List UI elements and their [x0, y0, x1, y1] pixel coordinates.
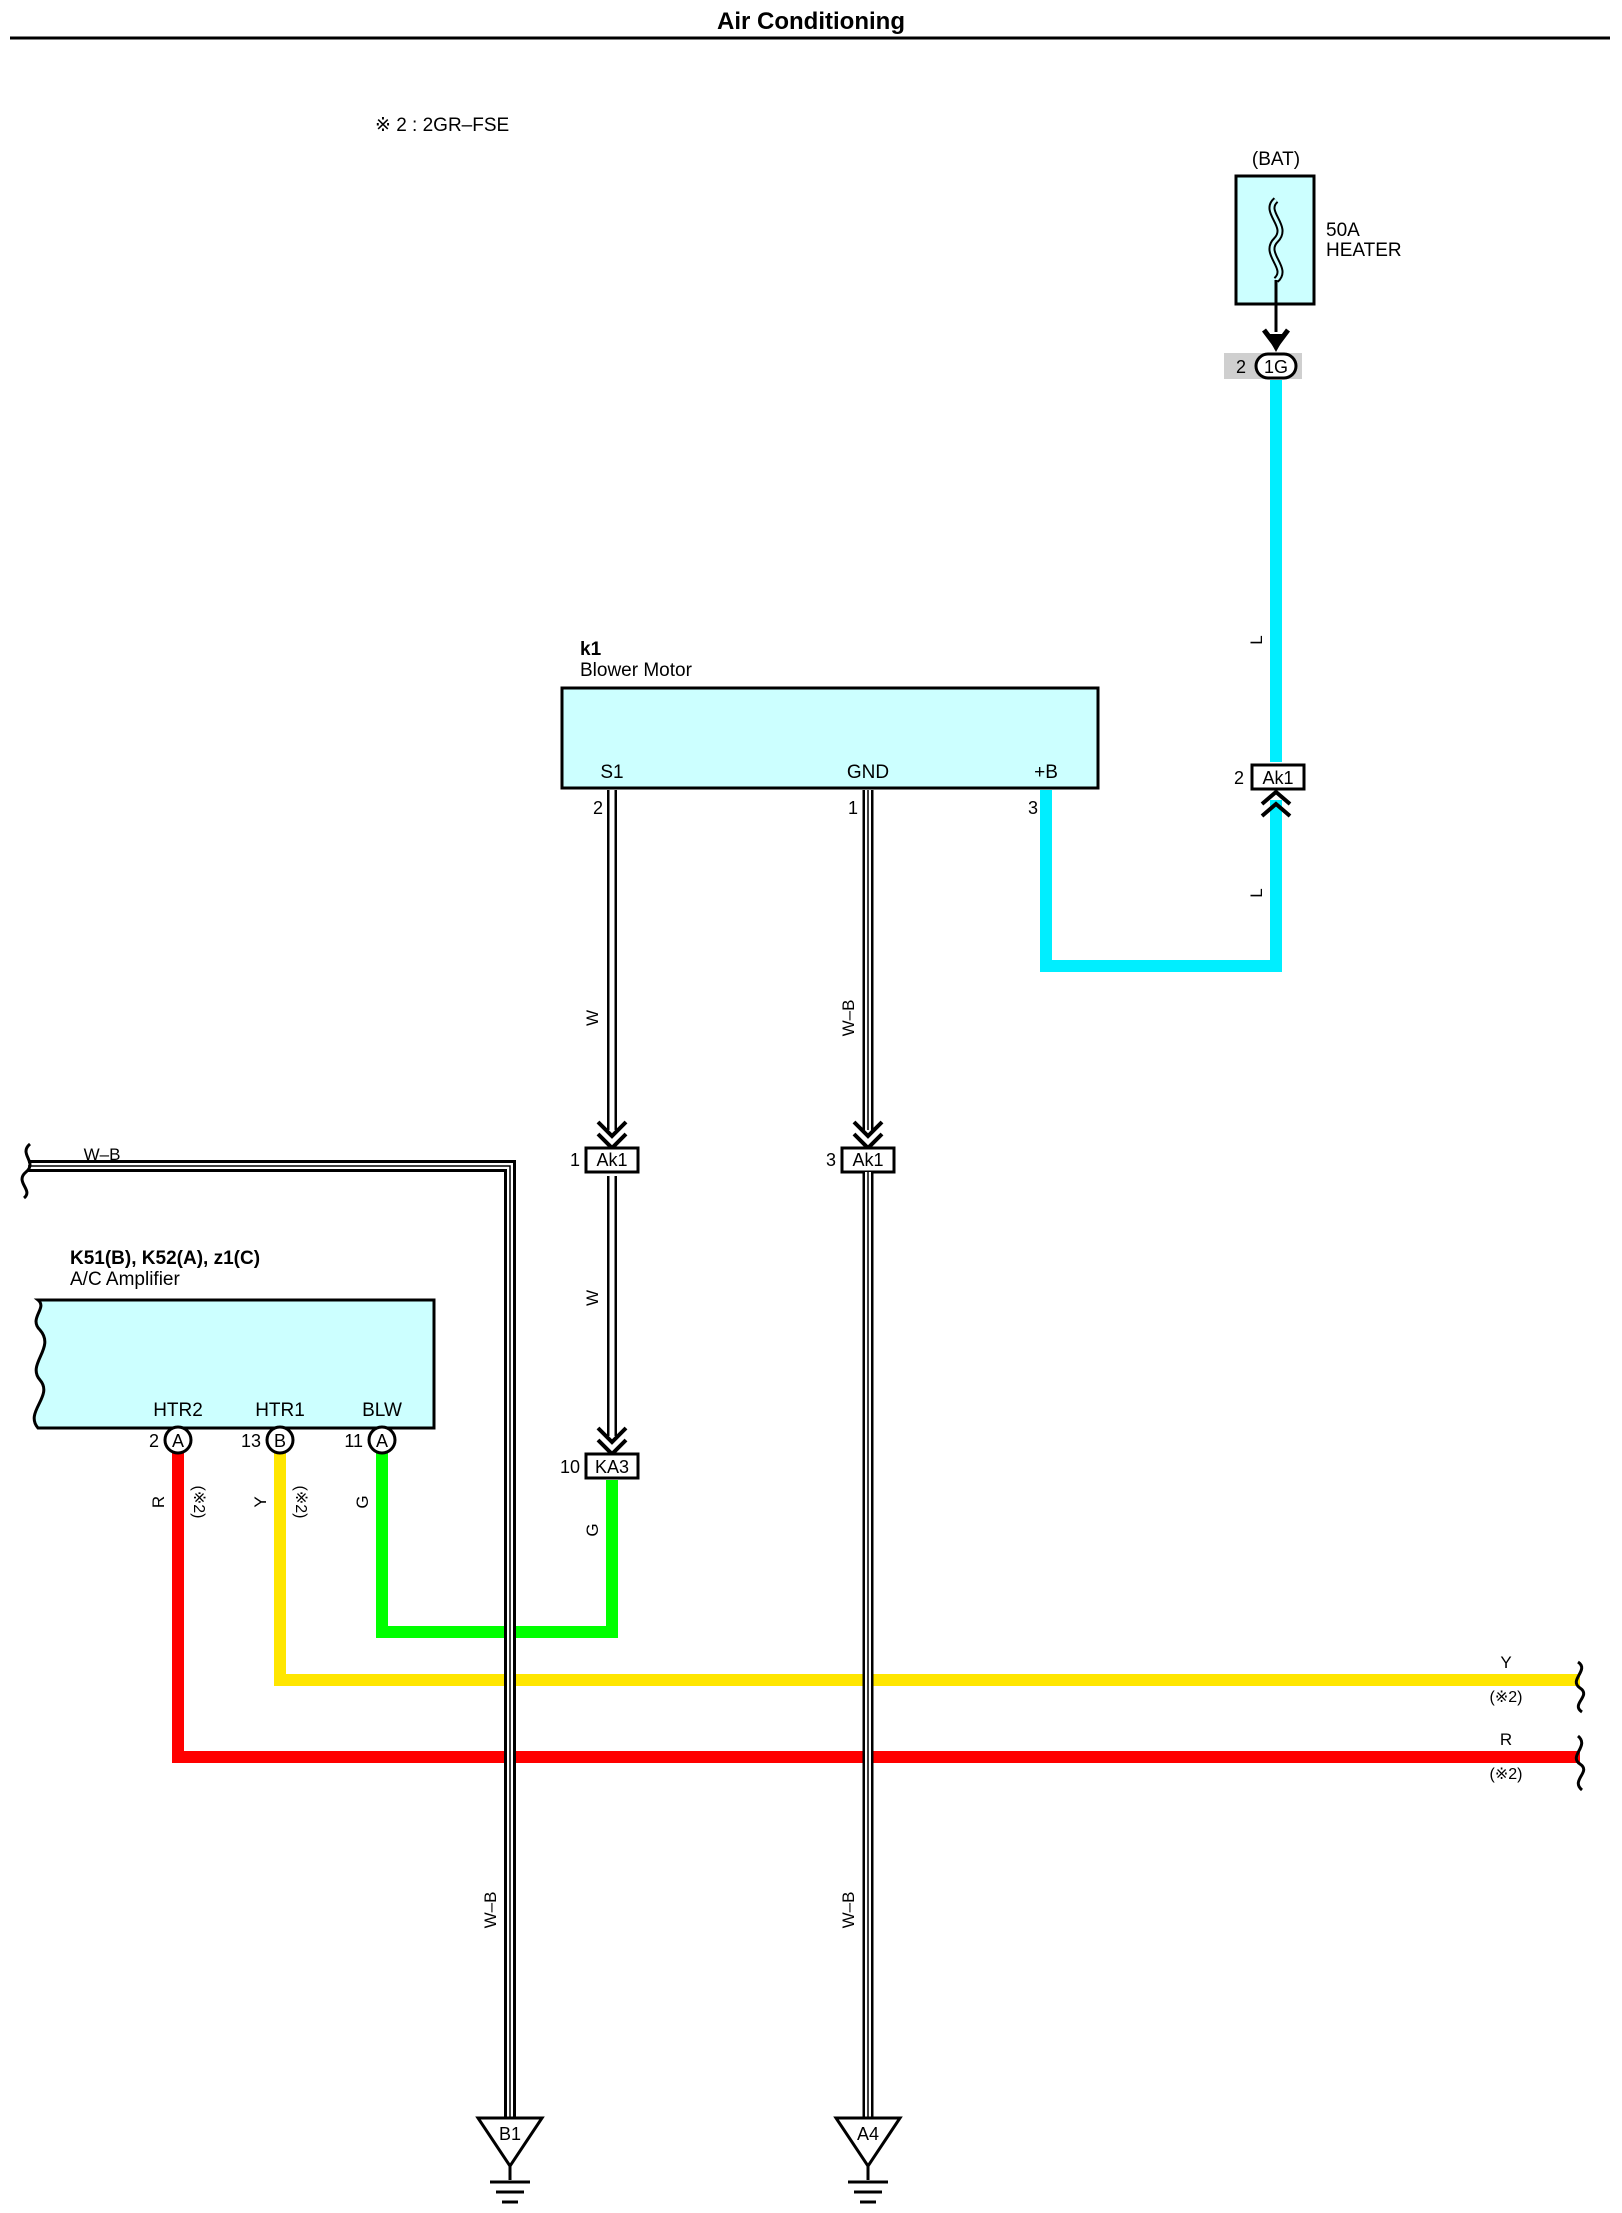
svg-text:Ak1: Ak1	[852, 1150, 883, 1170]
terminal-s1: S1	[600, 762, 623, 783]
amp-pin-blw: 11 A	[344, 1425, 397, 1455]
wire-label-y-right: Y	[1500, 1653, 1511, 1672]
svg-text:A: A	[376, 1431, 388, 1451]
fuse-heater: (BAT) 50A HEATER	[1234, 149, 1402, 352]
svg-text:A4: A4	[857, 2124, 879, 2144]
svg-text:13: 13	[241, 1431, 261, 1451]
wire-label-wb-mid-down: W–B	[839, 1892, 858, 1929]
ground-triangle-icon	[475, 2116, 545, 2169]
ac-amplifier: K51(B), K52(A), z1(C) A/C Amplifier HTR2…	[32, 1248, 436, 1430]
note-r-amp: (※2)	[190, 1486, 207, 1519]
break-mark-wb-icon	[20, 1142, 32, 1200]
note-r-right: (※2)	[1490, 1766, 1523, 1783]
wire-label-l-upper: L	[1247, 635, 1266, 644]
wire-label-wb-gnd: W–B	[839, 1000, 858, 1037]
svg-text:2: 2	[1234, 768, 1244, 788]
ground-triangle-icon	[833, 2116, 903, 2169]
connector-ak1-l: 2 Ak1	[1234, 763, 1306, 818]
svg-text:10: 10	[560, 1457, 580, 1477]
wire-wb-gnd	[852, 790, 884, 1151]
amp-pin-htr1: 13 B	[241, 1425, 295, 1455]
svg-text:11: 11	[344, 1431, 363, 1451]
wire-y	[274, 1452, 1580, 1686]
blower-code: k1	[580, 639, 602, 660]
svg-text:2: 2	[1236, 357, 1246, 377]
svg-text:A: A	[172, 1431, 184, 1451]
wire-label-wb-top: W–B	[84, 1145, 121, 1164]
pin-s1: 2	[593, 798, 603, 818]
amplifier-code: K51(B), K52(A), z1(C)	[70, 1248, 260, 1269]
wire-w	[596, 790, 628, 1457]
break-mark-r-icon	[1574, 1734, 1586, 1792]
pin-gnd: 1	[848, 798, 858, 818]
terminal-htr1: HTR1	[255, 1400, 305, 1421]
blower-box	[560, 686, 1100, 790]
blower-motor: k1 Blower Motor S1 GND +B 2 1 3	[560, 639, 1100, 818]
ground-b1: B1	[475, 2116, 545, 2204]
svg-text:B: B	[274, 1431, 286, 1451]
amplifier-name: A/C Amplifier	[70, 1269, 180, 1290]
blower-name: Blower Motor	[580, 660, 693, 681]
wire-label-y-amp: Y	[251, 1496, 270, 1507]
connector-ka3: 10 KA3	[560, 1452, 640, 1480]
wire-r	[172, 1452, 1580, 1763]
wire-g	[376, 1452, 618, 1638]
fuse-source: (BAT)	[1252, 149, 1300, 170]
svg-text:1G: 1G	[1264, 357, 1288, 377]
svg-text:1: 1	[570, 1150, 580, 1170]
connector-ak1-wb: 3 Ak1	[826, 1146, 896, 1174]
svg-text:Ak1: Ak1	[596, 1150, 627, 1170]
terminal-plus-b: +B	[1034, 762, 1058, 783]
svg-text:3: 3	[826, 1150, 836, 1170]
connector-up-chevron-icon	[1260, 789, 1292, 806]
wire-label-r-amp: R	[149, 1496, 168, 1508]
wire-label-wb-left-down: W–B	[481, 1892, 500, 1929]
svg-text:B1: B1	[499, 2124, 521, 2144]
break-mark-y-icon	[1574, 1660, 1586, 1714]
terminal-htr2: HTR2	[153, 1400, 203, 1421]
wire-label-l-lower: L	[1247, 888, 1266, 897]
connector-1g: 2 1G	[1224, 352, 1302, 380]
wire-label-w-upper: W	[583, 1010, 602, 1026]
svg-text:KA3: KA3	[595, 1457, 629, 1477]
amplifier-box	[32, 1298, 436, 1430]
note-y-right: (※2)	[1490, 1689, 1523, 1706]
wire-label-g-amp: G	[353, 1495, 372, 1508]
wire-label-w-lower: W	[583, 1290, 602, 1306]
wire-label-g-ka3: G	[583, 1523, 602, 1536]
page-title: Air Conditioning	[717, 8, 905, 35]
ground-a4: A4	[833, 2116, 903, 2204]
fuse-name: HEATER	[1326, 240, 1402, 261]
variant-note: ※ 2 : 2GR–FSE	[375, 115, 509, 136]
svg-text:Ak1: Ak1	[1262, 768, 1293, 788]
wire-wb-left	[28, 1160, 516, 2120]
amp-pin-htr2: 2 A	[149, 1425, 193, 1455]
wire-l-lower	[1040, 790, 1282, 972]
pin-plus-b: 3	[1028, 798, 1038, 818]
terminal-blw: BLW	[362, 1400, 402, 1421]
svg-text:2: 2	[149, 1431, 159, 1451]
terminal-gnd: GND	[847, 762, 889, 783]
wire-label-r-right: R	[1500, 1730, 1512, 1749]
fuse-rating: 50A	[1326, 220, 1360, 241]
note-y-amp: (※2)	[292, 1486, 309, 1519]
connector-ak1-w: 1 Ak1	[570, 1146, 640, 1174]
